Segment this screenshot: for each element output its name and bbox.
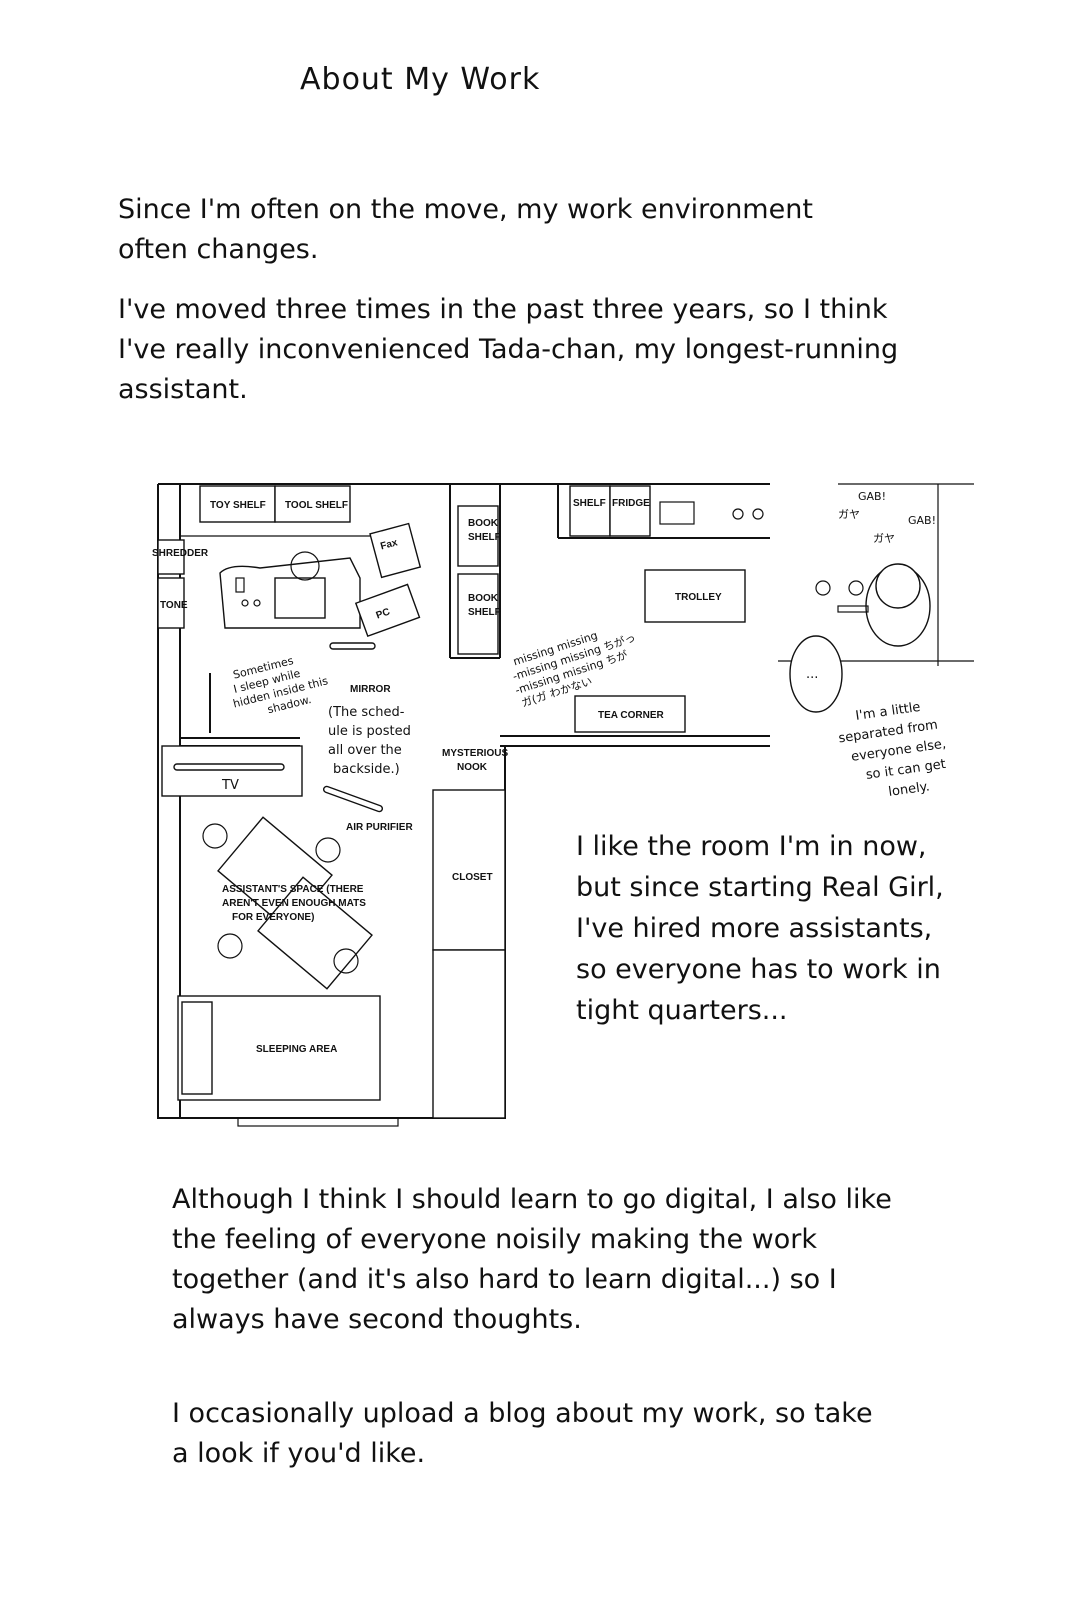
sfx-gab-2: GAB! <box>908 514 936 527</box>
sfx-gab-1: GAB! <box>858 490 886 503</box>
label-mysterious-nook-b: NOOK <box>457 762 488 773</box>
label-fridge: FRIDGE <box>612 498 650 509</box>
label-tv: TV <box>221 778 239 793</box>
label-pc: PC <box>375 607 392 622</box>
note-schedule-1: (The sched- <box>328 705 405 720</box>
label-shelf: SHELF <box>573 498 606 509</box>
label-tone: TONE <box>160 600 188 611</box>
sfx-kana-2: ガヤ <box>873 532 895 545</box>
caption-line-5: lonely. <box>888 779 931 800</box>
outro-paragraph-1: Although I think I should learn to go di… <box>172 1184 892 1335</box>
label-book-shelf-2a: BOOK <box>468 593 499 604</box>
label-sleeping-area: SLEEPING AREA <box>256 1044 337 1055</box>
lonely-author-panel: GAB! GAB! ガヤ ガヤ ... I'm a little separat… <box>778 483 974 800</box>
note-schedule-3: all over the <box>328 743 402 758</box>
note-schedule-4: backside.) <box>333 762 400 777</box>
label-toy-shelf: TOY SHELF <box>210 500 266 511</box>
label-tool-shelf: TOOL SHELF <box>285 500 348 511</box>
label-fax: Fax <box>379 537 399 552</box>
label-air-purifier: AIR PURIFIER <box>346 822 413 833</box>
label-mirror: MIRROR <box>350 684 391 695</box>
label-assistants-space-2: AREN'T EVEN ENOUGH MATS <box>222 898 366 909</box>
room-paragraph: I like the room I'm in now, but since st… <box>576 831 944 1026</box>
label-closet: CLOSET <box>452 872 493 883</box>
intro-paragraph-1: Since I'm often on the move, my work env… <box>118 194 813 265</box>
speech-bubble-text: ... <box>806 667 818 682</box>
page-title: About My Work <box>300 62 541 97</box>
label-book-shelf-1a: BOOK <box>468 518 499 529</box>
outro-paragraph-2: I occasionally upload a blog about my wo… <box>172 1398 873 1469</box>
label-tea-corner: TEA CORNER <box>598 710 665 721</box>
floor-plan-diagram: TOY SHELF TOOL SHELF SHREDDER TONE Fax P… <box>152 483 770 1127</box>
label-shredder: SHREDDER <box>152 548 209 559</box>
intro-paragraph-2: I've moved three times in the past three… <box>118 294 899 405</box>
label-assistants-space-1: ASSISTANT'S SPACE (THERE <box>222 884 364 895</box>
note-schedule-2: ule is posted <box>328 724 411 739</box>
label-mysterious-nook-a: MYSTERIOUS <box>442 748 508 759</box>
label-assistants-space-3: FOR EVERYONE) <box>232 912 314 923</box>
sfx-kana-1: ガヤ <box>838 508 860 521</box>
label-book-shelf-1b: SHELF <box>468 532 501 543</box>
label-book-shelf-2b: SHELF <box>468 607 501 618</box>
label-trolley: TROLLEY <box>675 592 722 603</box>
